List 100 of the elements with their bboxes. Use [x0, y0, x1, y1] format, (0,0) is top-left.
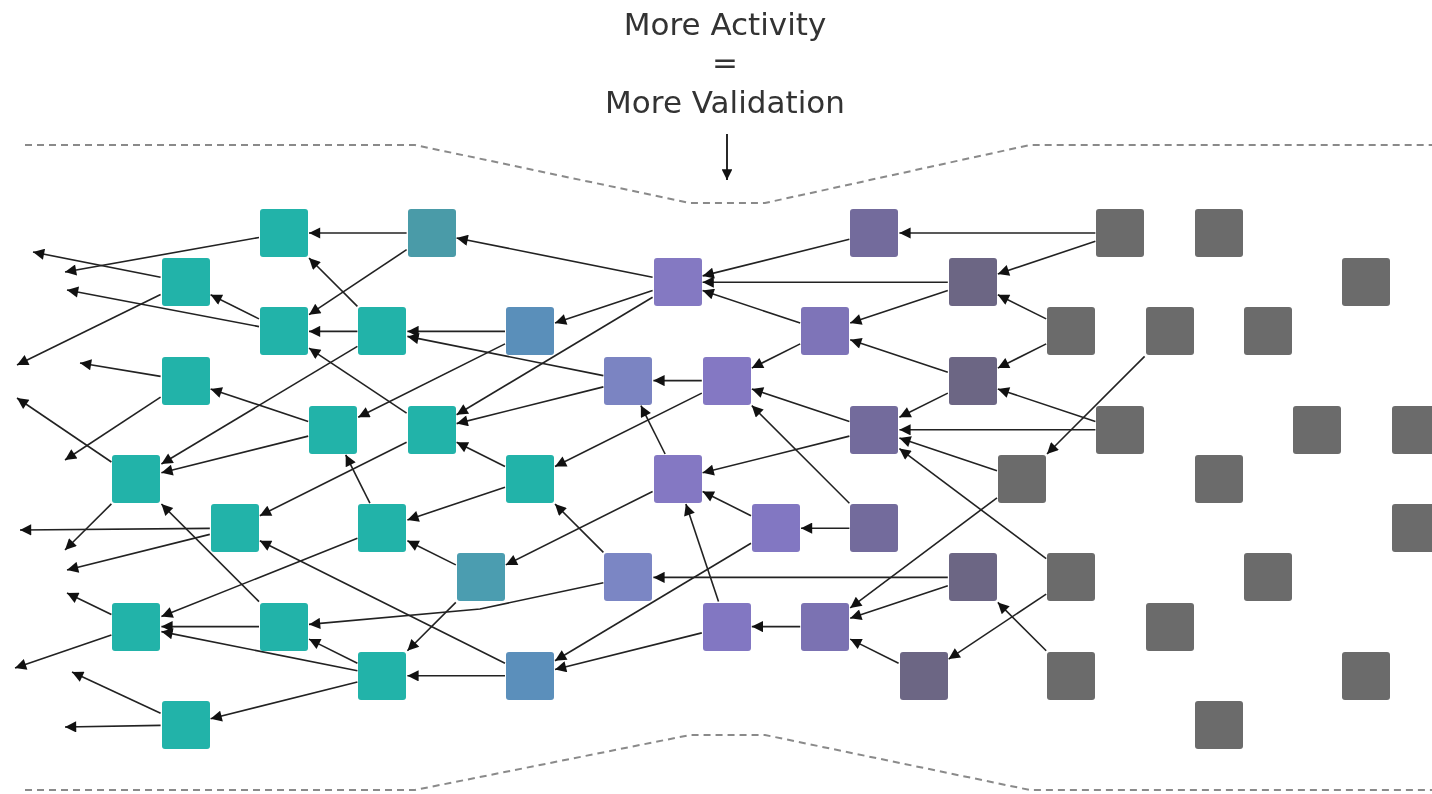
transaction-square [948, 356, 997, 405]
arrow [79, 359, 162, 378]
transaction-square [1096, 209, 1145, 257]
arrow [66, 592, 113, 616]
arrow [640, 404, 666, 455]
arrow [160, 621, 260, 633]
arrow [209, 387, 309, 423]
arrow [308, 227, 408, 239]
arrow [554, 289, 654, 325]
arrow [406, 325, 506, 337]
arrow [455, 441, 506, 468]
arrow [160, 537, 359, 618]
arrow [898, 392, 949, 419]
transaction-square [801, 602, 850, 651]
arrow [505, 490, 654, 566]
transaction-square [948, 258, 997, 307]
arrow [1046, 355, 1146, 455]
arrow [997, 240, 1097, 276]
transaction-square [850, 504, 899, 553]
arrow [554, 632, 703, 673]
transaction-square [850, 209, 899, 257]
arrow [357, 343, 506, 419]
arrow [800, 522, 851, 534]
transaction-square [1244, 553, 1292, 602]
transaction-square [653, 455, 702, 503]
transaction-square [161, 258, 210, 307]
arrow [684, 503, 720, 603]
transaction-square [604, 553, 653, 602]
arrow [160, 345, 359, 465]
arrow [455, 386, 605, 427]
arrow [64, 236, 260, 276]
arrow [898, 424, 1097, 436]
arrow [898, 447, 1047, 560]
transaction-square [161, 356, 210, 405]
transaction-square [506, 651, 554, 700]
arrow [849, 289, 949, 325]
arrow [209, 681, 359, 722]
arrow [997, 343, 1047, 369]
transaction-square [1244, 307, 1292, 356]
transaction-square [358, 504, 407, 553]
arrow [160, 628, 359, 672]
transaction-square [1194, 209, 1243, 257]
arrow [308, 257, 359, 308]
transaction-square [309, 405, 358, 454]
arrow [751, 621, 801, 633]
transaction-square [1391, 405, 1432, 454]
transaction-square [702, 356, 751, 405]
arrow [308, 581, 605, 629]
transaction-square [1096, 405, 1145, 454]
arrow [849, 497, 998, 609]
transaction-square [456, 553, 505, 602]
arrow [308, 347, 408, 414]
transaction-square [899, 651, 948, 700]
arrow [751, 387, 851, 423]
transaction-square [1145, 307, 1194, 356]
arrow [652, 571, 949, 583]
arrow [160, 435, 309, 476]
arrow [71, 671, 162, 715]
transaction-square [1342, 258, 1391, 307]
transaction-square [358, 651, 407, 700]
transaction-square [604, 356, 653, 405]
arrow [308, 638, 359, 665]
transaction-square [1047, 307, 1096, 356]
arrow [751, 404, 851, 504]
arrow [64, 396, 162, 461]
transaction-square [506, 307, 554, 356]
arrow [16, 293, 162, 366]
arrow [701, 288, 801, 324]
arrow [19, 524, 211, 536]
arrow [259, 441, 408, 517]
arrow [16, 397, 113, 463]
transaction-square [1047, 651, 1096, 700]
arrow [14, 634, 113, 670]
arrow [701, 435, 851, 476]
transaction-square [358, 307, 407, 356]
arrow [308, 325, 359, 337]
arrow [64, 721, 162, 733]
arrow [997, 601, 1047, 652]
transaction-square [1293, 405, 1342, 454]
transaction-square [1194, 455, 1243, 503]
heading-text: More Validation [604, 84, 846, 120]
arrow [997, 293, 1047, 320]
arrow [849, 337, 949, 374]
arrow [66, 533, 211, 573]
arrow [406, 486, 506, 522]
arrow [997, 387, 1097, 423]
transaction-square [161, 701, 210, 749]
arrow [308, 248, 408, 316]
arrow [455, 296, 654, 416]
arrow [701, 276, 949, 288]
arrow [554, 503, 605, 554]
transaction-square [1145, 602, 1194, 651]
arrow [259, 539, 506, 665]
arrow [947, 593, 1047, 660]
transaction-square [260, 307, 308, 356]
arrow [406, 333, 605, 377]
transaction-square [702, 602, 751, 651]
transaction-square [210, 504, 259, 553]
arrow [32, 248, 162, 279]
arrow [455, 234, 654, 278]
